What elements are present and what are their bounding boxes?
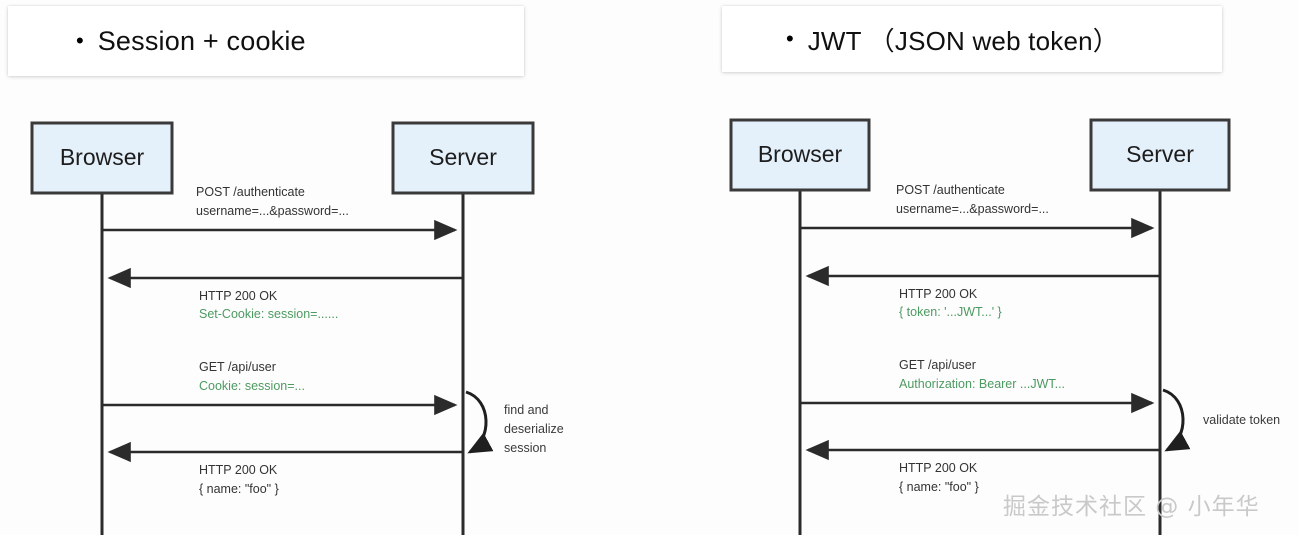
slide-title-jwt: JWT （JSON web token） [807, 25, 1119, 56]
message-4-line-2: { name: "foo" } [899, 480, 979, 494]
message-1-line-2: username=...&password=... [896, 202, 1049, 216]
actor-box-server [1089, 118, 1231, 192]
slide-title-session-cookie: Session + cookie [97, 25, 306, 56]
self-message-arc-server [1162, 388, 1191, 452]
self-message-arc-server [465, 390, 494, 454]
message-4-line-2: { name: "foo" } [199, 482, 279, 496]
slide-title-card-jwt: • JWT （JSON web token） [722, 6, 1222, 72]
actor-box-server [391, 121, 535, 195]
self-note-line-1: find and [504, 403, 549, 417]
actor-label-server: Server [429, 144, 497, 170]
bullet-point-icon: • [76, 28, 84, 53]
message-3-line-1: GET /api/user [199, 360, 276, 374]
actor-box-browser [729, 118, 871, 192]
message-1-line-2: username=...&password=... [196, 204, 349, 218]
actor-label-browser: Browser [758, 141, 843, 167]
message-2-line-1: HTTP 200 OK [899, 287, 978, 301]
message-4-line-1: HTTP 200 OK [899, 461, 978, 475]
message-2-line-2: Set-Cookie: session=...... [199, 307, 338, 321]
sequence-diagram-jwt: Browser Server POST /authenticate userna… [700, 0, 1298, 535]
bullet-row: • JWT （JSON web token） [722, 21, 1222, 58]
message-1-line-1: POST /authenticate [896, 183, 1005, 197]
message-3-line-2: Cookie: session=... [199, 379, 305, 393]
message-1-line-1: POST /authenticate [196, 185, 305, 199]
message-2-line-1: HTTP 200 OK [199, 289, 278, 303]
self-note-line-1: validate token [1203, 413, 1280, 427]
bullet-row: • Session + cookie [8, 26, 524, 57]
message-3-line-2: Authorization: Bearer ...JWT... [899, 377, 1065, 391]
sequence-diagram-session-cookie: Browser Server POST /authenticate userna… [0, 0, 640, 535]
slide-title-card-session-cookie: • Session + cookie [8, 6, 524, 76]
message-3-line-1: GET /api/user [899, 358, 976, 372]
actor-label-browser: Browser [60, 144, 145, 170]
self-note-line-2: deserialize [504, 422, 564, 436]
actor-label-server: Server [1126, 141, 1194, 167]
message-4-line-1: HTTP 200 OK [199, 463, 278, 477]
bullet-point-icon: • [786, 26, 794, 51]
self-note-line-3: session [504, 441, 546, 455]
actor-box-browser [30, 121, 174, 195]
message-2-line-2: { token: '...JWT...' } [899, 305, 1002, 319]
